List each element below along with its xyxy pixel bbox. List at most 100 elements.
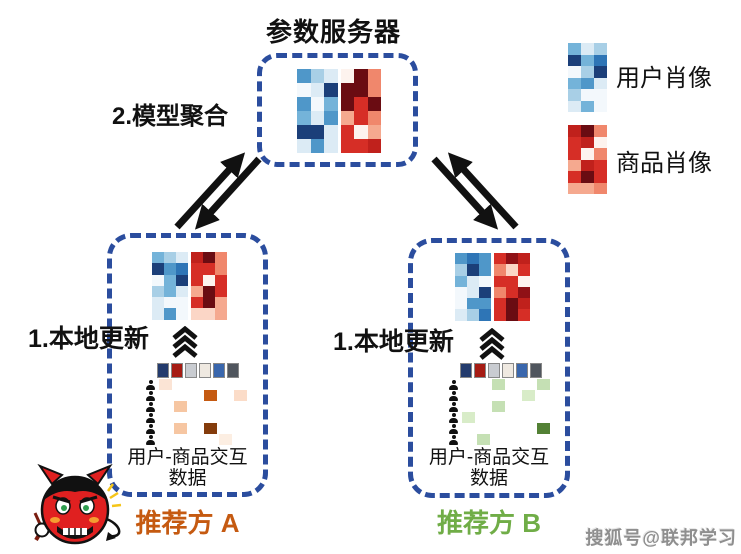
heatmap-cell <box>203 308 215 320</box>
heatmap-cell <box>522 412 535 423</box>
heatmap-cell <box>234 401 247 412</box>
heatmap-cell <box>568 125 581 137</box>
heatmap-cell <box>507 423 520 434</box>
heatmap-cell <box>537 379 550 390</box>
party-a-box <box>107 233 268 497</box>
heatmap-cell <box>507 379 520 390</box>
user-icon <box>145 435 156 445</box>
heatmap-cell <box>297 125 311 139</box>
heatmap-cell <box>494 286 506 299</box>
heatmap-cell <box>340 97 354 111</box>
heatmap-cell <box>467 298 479 310</box>
heatmap-cell <box>479 309 491 321</box>
heatmap-cell <box>191 285 203 298</box>
heatmap-cell <box>152 285 164 298</box>
interaction-caption-a-line2: 数据 <box>168 468 207 489</box>
user-icon <box>448 380 459 390</box>
heatmap-cell <box>204 390 217 401</box>
heatmap-cell <box>479 286 491 299</box>
movie-poster-icon <box>157 363 169 378</box>
heatmap-cell <box>204 379 217 390</box>
heatmap-cell <box>492 379 505 390</box>
user-icon <box>145 402 156 412</box>
heatmap-cell <box>340 139 354 153</box>
heatmap-cell <box>467 253 479 265</box>
heatmap-cell <box>354 83 368 97</box>
heatmap-cell <box>164 285 176 298</box>
heatmap-cell <box>176 297 188 309</box>
heatmap-cell <box>354 69 368 83</box>
heatmap-cell <box>492 390 505 401</box>
heatmap-cell <box>219 401 232 412</box>
heatmap-cell <box>215 274 227 286</box>
heatmap-cell <box>367 97 381 111</box>
heatmap-cell <box>354 111 368 125</box>
heatmap-cell <box>152 308 164 320</box>
heatmap-cell <box>477 390 490 401</box>
heatmap-cell <box>568 182 581 194</box>
heatmap-cell <box>234 434 247 445</box>
user-icon <box>448 402 459 412</box>
heatmap-cell <box>176 308 188 320</box>
local-update-label-a: 1.本地更新 <box>28 325 149 353</box>
heatmap-cell <box>176 274 188 286</box>
model-aggregation-label: 2.模型聚合 <box>112 103 229 130</box>
heatmap-cell <box>522 423 535 434</box>
heatmap-cell <box>367 69 381 83</box>
page-title: 参数服务器 <box>266 17 402 47</box>
item-posters-row-a <box>157 363 239 378</box>
party-a-item-embedding-heatmap <box>191 252 227 320</box>
heatmap-cell <box>594 182 607 194</box>
heatmap-cell <box>506 309 518 321</box>
movie-poster-icon <box>516 363 528 378</box>
heatmap-cell <box>581 125 594 137</box>
heatmap-cell <box>159 412 172 423</box>
heatmap-cell <box>310 97 324 111</box>
heatmap-cell <box>492 434 505 445</box>
heatmap-cell <box>234 412 247 423</box>
heatmap-cell <box>506 264 518 276</box>
heatmap-cell <box>340 111 354 125</box>
heatmap-cell <box>568 171 581 183</box>
heatmap-cell <box>462 434 475 445</box>
heatmap-cell <box>477 434 490 445</box>
heatmap-cell <box>215 252 227 264</box>
heatmap-cell <box>581 159 594 171</box>
heatmap-cell <box>507 412 520 423</box>
heatmap-cell <box>152 263 164 275</box>
heatmap-cell <box>297 139 311 153</box>
heatmap-cell <box>204 401 217 412</box>
heatmap-cell <box>477 379 490 390</box>
heatmap-cell <box>568 100 581 112</box>
heatmap-cell <box>367 125 381 139</box>
heatmap-cell <box>479 275 491 287</box>
heatmap-cell <box>354 97 368 111</box>
item-posters-row-b <box>460 363 542 378</box>
user-icon <box>448 391 459 401</box>
legend-user-label: 用户肖像 <box>616 65 712 92</box>
heatmap-cell <box>568 54 581 66</box>
heatmap-cell <box>537 434 550 445</box>
heatmap-cell <box>594 66 607 78</box>
heatmap-cell <box>310 83 324 97</box>
server-user-embedding-heatmap <box>297 69 338 153</box>
heatmap-cell <box>176 263 188 275</box>
upload-arrow-b <box>447 152 519 230</box>
server-item-embedding-heatmap <box>340 69 381 153</box>
upload-arrow-a <box>174 152 246 230</box>
heatmap-cell <box>507 401 520 412</box>
heatmap-cell <box>594 148 607 160</box>
heatmap-cell <box>537 390 550 401</box>
heatmap-cell <box>479 298 491 310</box>
heatmap-cell <box>462 379 475 390</box>
heatmap-cell <box>203 252 215 264</box>
heatmap-cell <box>581 66 594 78</box>
heatmap-cell <box>204 434 217 445</box>
heatmap-cell <box>310 69 324 83</box>
movie-poster-icon <box>227 363 239 378</box>
heatmap-cell <box>203 263 215 275</box>
heatmap-cell <box>492 401 505 412</box>
heatmap-cell <box>494 275 506 287</box>
heatmap-cell <box>174 379 187 390</box>
